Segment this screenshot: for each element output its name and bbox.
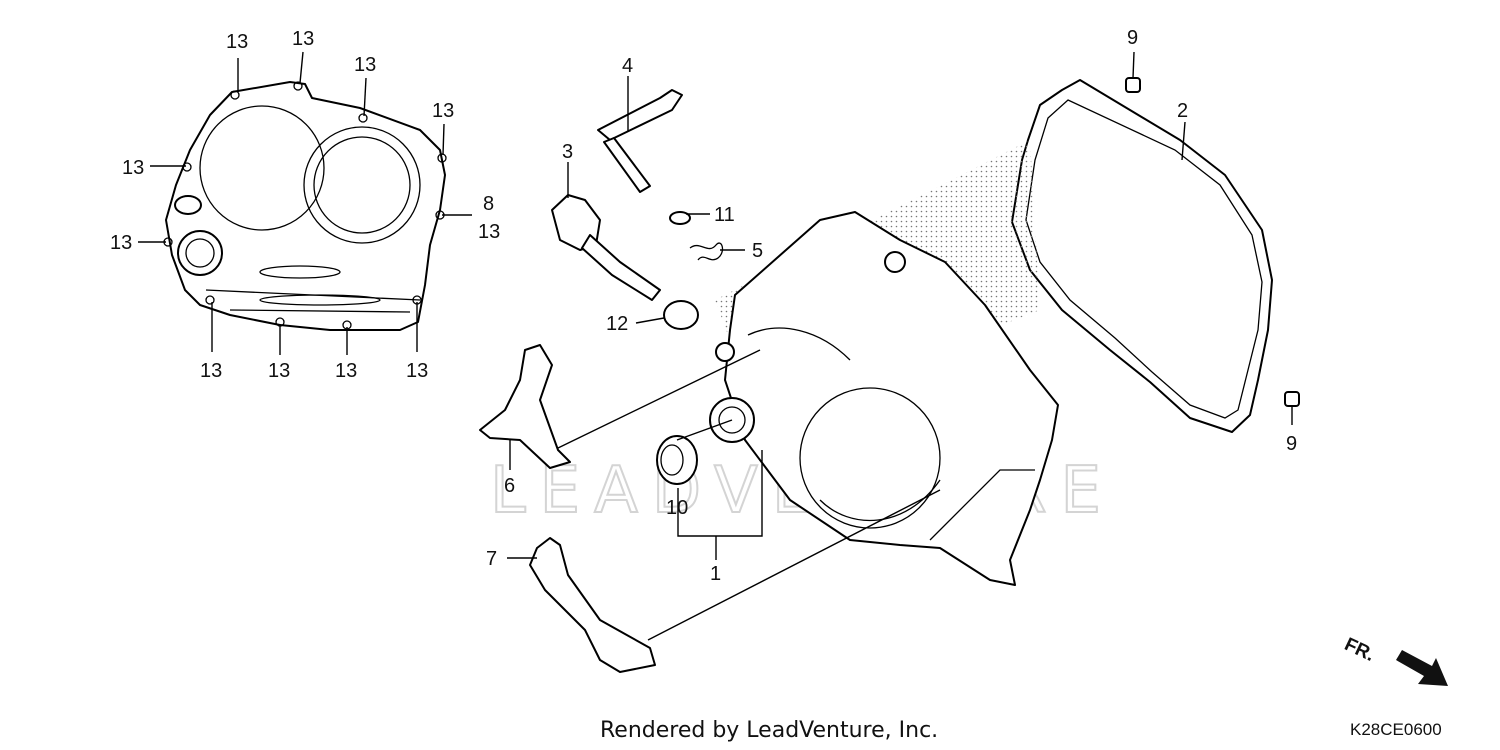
callout-6: 6	[504, 475, 515, 497]
outer-clutch-cover	[163, 81, 447, 331]
diagram-code: K28CE0600	[1350, 720, 1442, 739]
callout-7: 7	[486, 548, 497, 570]
callout-12: 12	[606, 313, 628, 335]
shift-arm-shaft	[597, 89, 683, 193]
callout-13: 13	[335, 360, 357, 382]
callout-3: 3	[562, 141, 573, 163]
callout-5: 5	[752, 240, 763, 262]
callout-13: 13	[110, 232, 132, 254]
dowel-pin-upper	[1125, 77, 1141, 93]
oil-seal	[656, 435, 698, 485]
callout-13: 13	[268, 360, 290, 382]
callouts: 13 13 13 13 13 13 8 13 13 13 13 13 4 3 1…	[110, 27, 1297, 585]
render-credit: Rendered by LeadVenture, Inc.	[600, 718, 939, 743]
right-crankcase-cover	[709, 140, 1059, 586]
callout-13: 13	[406, 360, 428, 382]
callout-13: 13	[354, 54, 376, 76]
bracket-6	[479, 344, 571, 469]
callout-1: 1	[710, 563, 721, 585]
callout-13: 13	[226, 31, 248, 53]
cover-gasket	[1011, 79, 1273, 433]
callout-10: 10	[666, 497, 688, 519]
callout-13: 13	[432, 100, 454, 122]
callout-9: 9	[1127, 27, 1138, 49]
washer	[669, 211, 691, 225]
leader-lines	[138, 51, 1293, 641]
o-ring	[663, 300, 699, 330]
callout-13: 13	[292, 28, 314, 50]
callout-9: 9	[1286, 433, 1297, 455]
callout-2: 2	[1177, 100, 1188, 122]
bracket-7	[529, 537, 656, 673]
callout-4: 4	[622, 55, 633, 77]
return-spring	[689, 242, 724, 261]
callout-13: 13	[478, 221, 500, 243]
callout-11: 11	[714, 204, 735, 226]
callout-13: 13	[122, 157, 144, 179]
dowel-pin-lower	[1284, 391, 1300, 407]
front-direction-indicator: FR.	[1341, 628, 1460, 698]
callout-8: 8	[483, 193, 494, 215]
arrow-down-right-icon	[1396, 650, 1448, 686]
oil-level-gauge	[551, 194, 661, 301]
callout-13: 13	[200, 360, 222, 382]
